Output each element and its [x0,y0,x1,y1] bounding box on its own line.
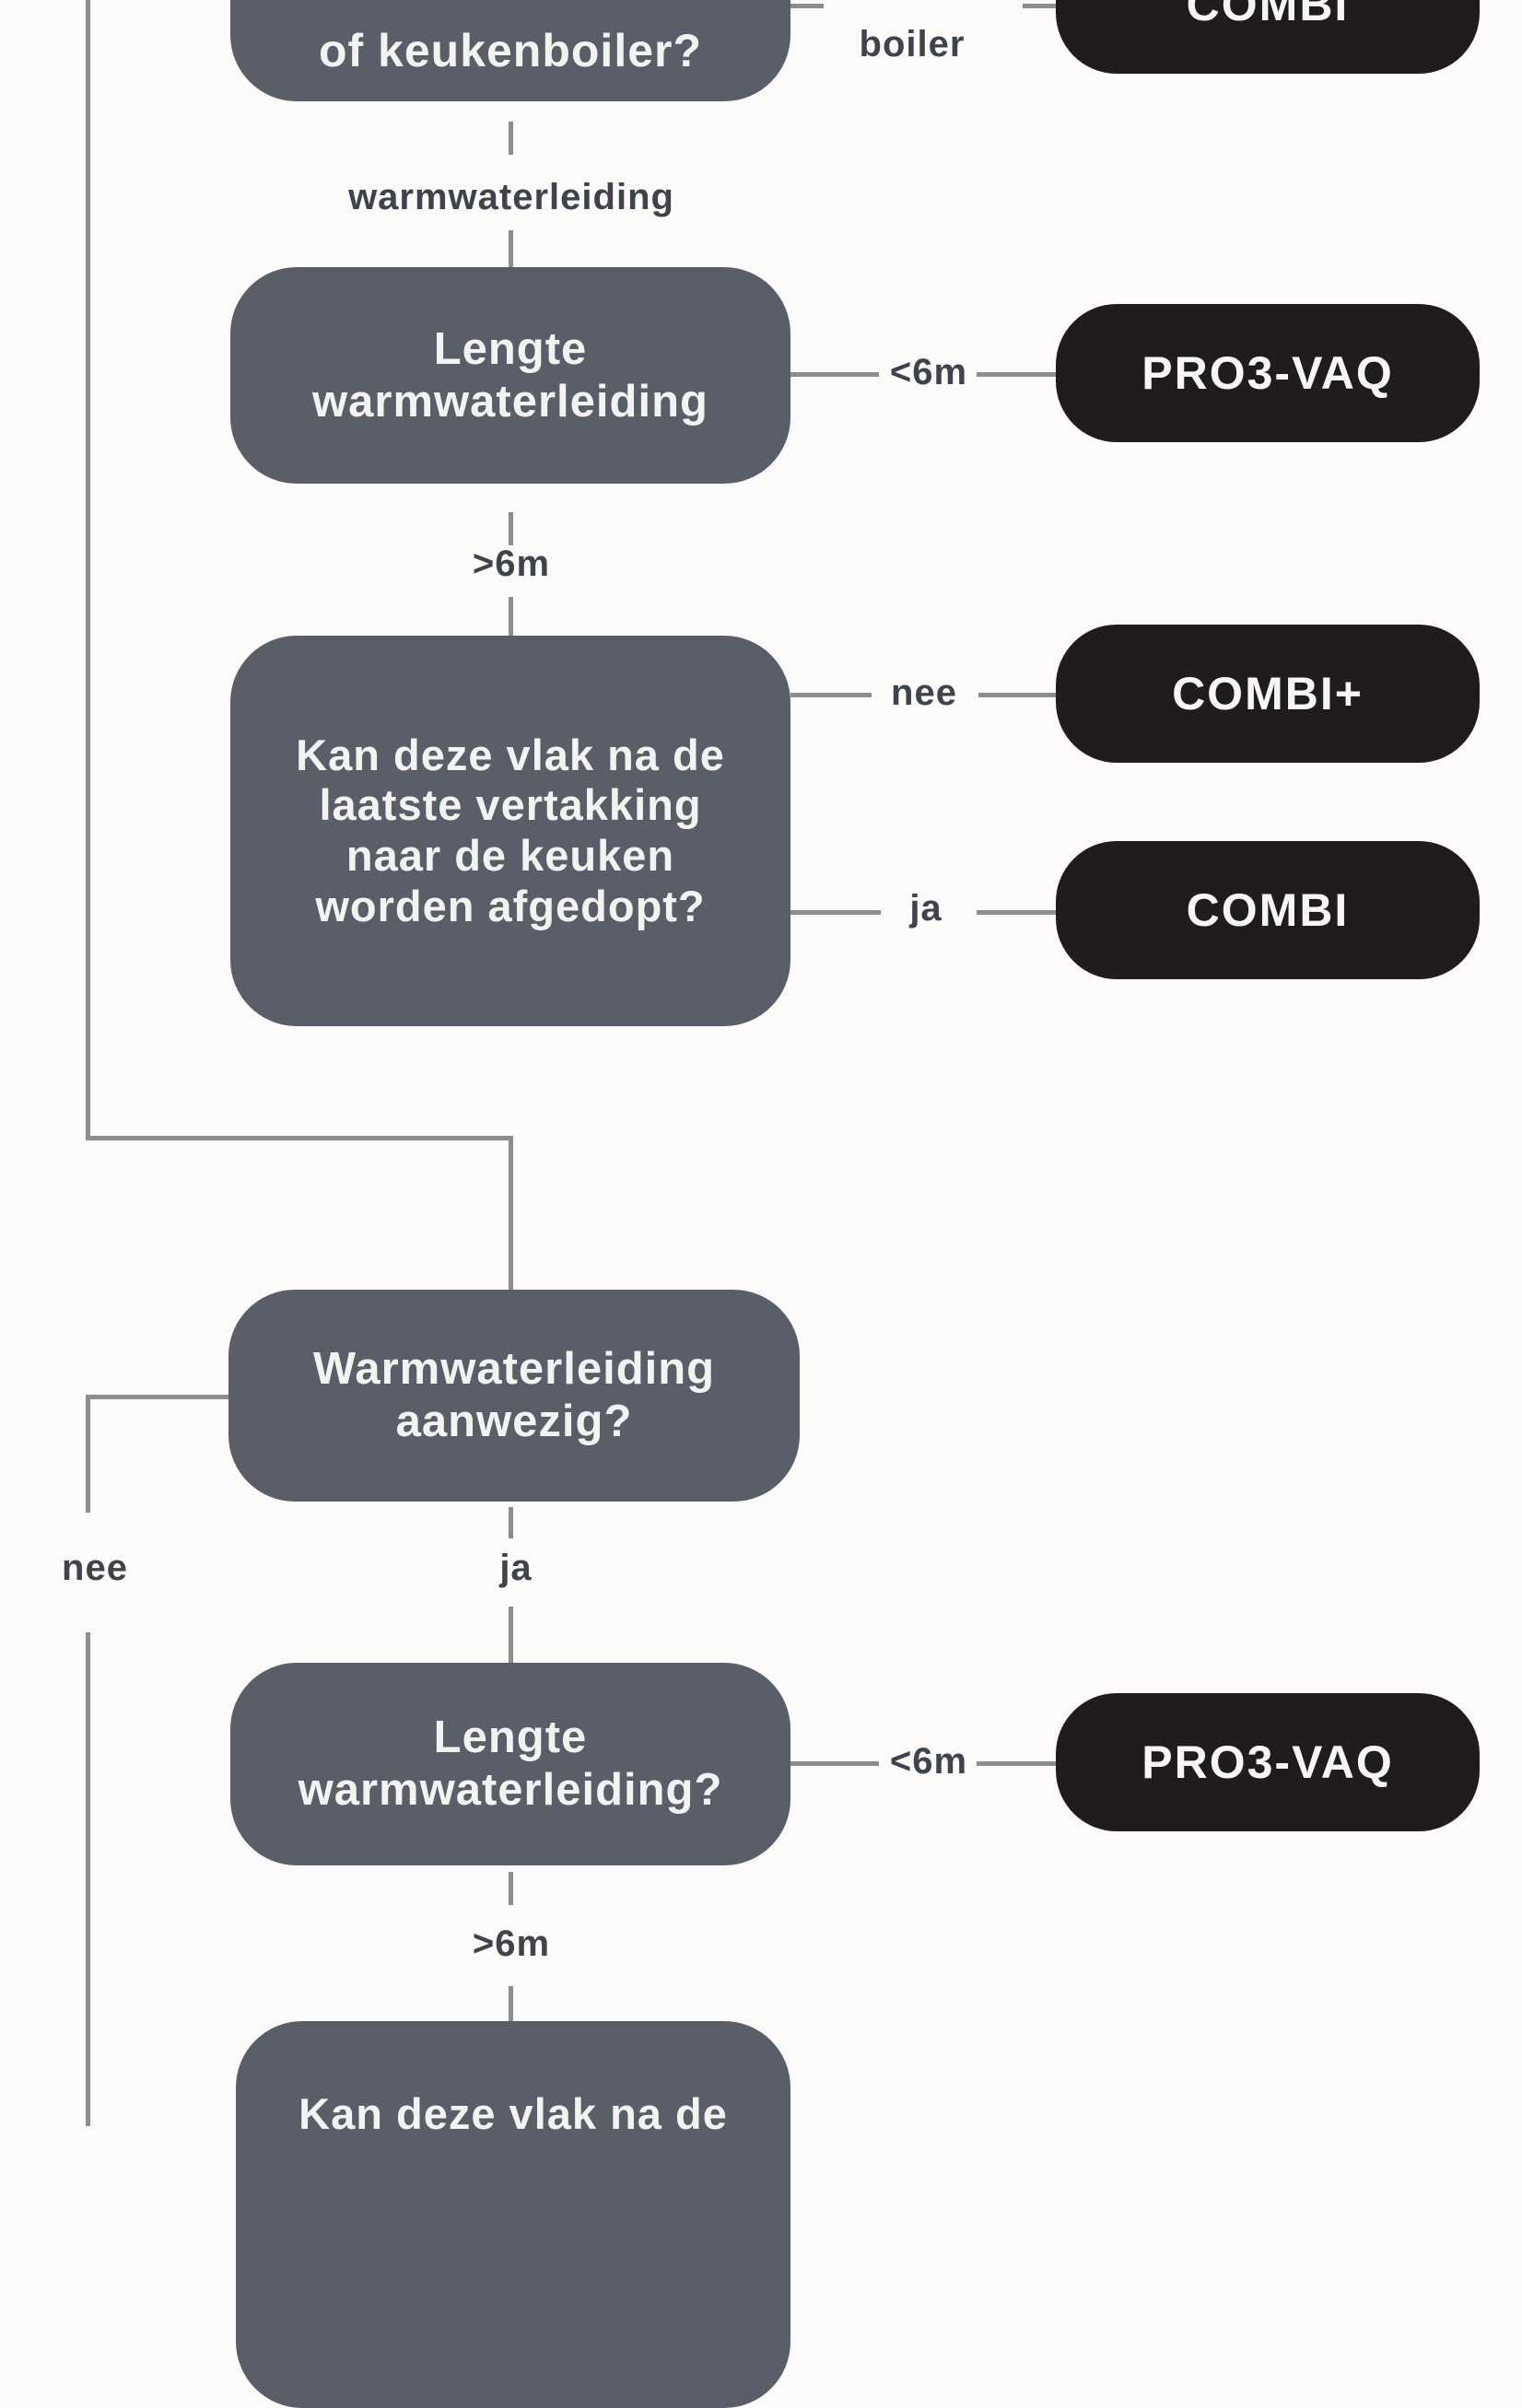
connector-left-feed-vertical [86,0,90,1140]
node-lengte-warmwaterleiding-1: Lengte warmwaterleiding [230,267,790,484]
edge-ja-a-line-b [977,910,1058,915]
node-lengte-2-label: Lengte warmwaterleiding? [298,1712,723,1815]
edge-nee-b-vertical-b [86,1632,90,2126]
connector-feed-down-to-aanwezig [509,1136,513,1292]
node-aanwezig: Warmwaterleiding aanwezig? [228,1290,800,1502]
result-combi-mid-label: COMBI [1186,884,1350,936]
edge-gt6m-a-dash-a [509,512,513,545]
edge-lt6m-a-line-b [977,372,1058,377]
edge-lt6m-b-line-b [977,1761,1058,1766]
node-afdoppen-1: Kan deze vlak na de laatste vertakking n… [230,636,790,1026]
node-keukenboiler-label: of keukenboiler? [318,25,703,76]
edge-label-lt6m-b: <6m [889,1741,968,1782]
edge-label-nee-a: nee [891,672,957,713]
connector-left-feed-horizontal [86,1136,513,1140]
edge-label-ja-b: ja [499,1548,533,1588]
node-keukenboiler-question: of keukenboiler? [230,0,790,101]
edge-warmwaterleiding-dash-a [509,122,513,155]
edge-ja-b-dash-b [509,1607,513,1664]
edge-boiler-line-b [1023,4,1058,8]
edge-label-lt6m-a: <6m [889,352,968,392]
result-combi-plus-label: COMBI+ [1172,668,1364,719]
result-combi-mid: COMBI [1056,841,1480,979]
edge-gt6m-a-dash-b [509,597,513,636]
edge-label-ja-a: ja [909,888,942,929]
edge-lt6m-a-line-a [790,372,879,377]
edge-label-nee-b: nee [62,1548,128,1588]
result-pro3vaq-a: PRO3-VAQ [1056,304,1480,442]
edge-nee-b-vertical-a [86,1395,90,1513]
result-pro3vaq-a-label: PRO3-VAQ [1142,347,1394,399]
edge-warmwaterleiding-dash-b [509,230,513,267]
edge-label-gt6m-a: >6m [472,544,551,584]
edge-nee-a-line-a [790,693,872,697]
result-combi-top: COMBI [1056,0,1480,74]
node-lengte-1-label: Lengte warmwaterleiding [312,323,708,427]
edge-boiler-line-a [790,4,824,8]
edge-lt6m-b-line-a [790,1761,879,1766]
edge-gt6m-b-dash-b [509,1986,513,2023]
edge-gt6m-b-dash-a [509,1872,513,1905]
node-afdoppen-2: Kan deze vlak na de [236,2021,790,2408]
result-combi-top-label: COMBI [1186,0,1350,30]
node-afdoppen-2-label: Kan deze vlak na de [299,2089,728,2138]
node-aanwezig-label: Warmwaterleiding aanwezig? [312,1344,716,1446]
result-pro3vaq-b-label: PRO3-VAQ [1142,1736,1394,1788]
flowchart-canvas: of keukenboiler? boiler COMBI warmwaterl… [62,0,1480,2408]
edge-nee-a-line-b [978,693,1058,697]
edge-ja-a-line-a [790,910,881,915]
result-pro3vaq-b: PRO3-VAQ [1056,1693,1480,1831]
edge-label-gt6m-b: >6m [472,1923,551,1964]
edge-nee-b-horizontal [86,1395,228,1399]
node-lengte-warmwaterleiding-2: Lengte warmwaterleiding? [230,1663,790,1865]
edge-label-warmwaterleiding: warmwaterleiding [348,177,674,217]
edge-ja-b-dash-a [509,1507,513,1538]
node-afdoppen-1-label: Kan deze vlak na de laatste vertakking n… [296,730,725,930]
result-combi-plus: COMBI+ [1056,625,1480,763]
edge-label-boiler: boiler [859,24,966,64]
